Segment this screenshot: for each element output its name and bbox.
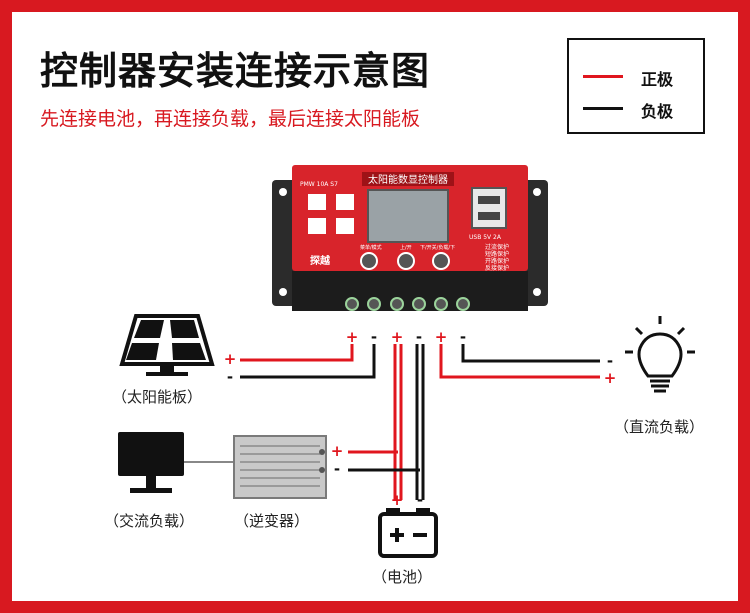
negative-line-swatch — [583, 107, 623, 110]
controller-button-1 — [360, 252, 378, 270]
ac-load-label: （交流负载） — [104, 512, 195, 530]
page-subtitle: 先连接电池，再连接负载，最后连接太阳能板 — [40, 108, 421, 130]
inverter-icon — [233, 435, 327, 499]
controller-header: 太阳能数显控制器 — [368, 173, 448, 186]
monitor-icon — [118, 432, 184, 493]
terminal-sign-2: - — [371, 328, 377, 346]
solar-panel-label: （太阳能板） — [112, 388, 203, 406]
settings-mode-icon — [336, 194, 354, 210]
usb-ports — [471, 187, 507, 229]
button-label-2: 上/开 — [400, 244, 412, 251]
brand-logo: 探越 — [310, 254, 331, 267]
terminal-sign-6: - — [460, 328, 466, 346]
positive-line-swatch — [583, 75, 623, 78]
solar-positive-wire — [240, 344, 354, 362]
terminal-screws — [345, 297, 470, 311]
inverter-label: （逆变器） — [234, 512, 310, 530]
page-title: 控制器安装连接示意图 — [40, 49, 431, 93]
button-label-3: 下/开关/负载/下 — [420, 244, 455, 251]
controller-device — [272, 165, 548, 311]
terminal-sign-3: + — [391, 328, 404, 346]
protection-1: 过流保护 — [485, 243, 509, 251]
solar-panel-icon — [119, 314, 215, 376]
light-bulb-icon — [625, 316, 695, 393]
terminal-sign-5: + — [435, 328, 448, 346]
wiring — [240, 344, 600, 500]
battery-plus-sign: + — [391, 491, 404, 509]
dc-load-negative-wire — [461, 344, 600, 363]
legend-box: 正极 负极 — [567, 38, 705, 134]
terminal-sign-1: + — [346, 328, 359, 346]
legend-positive: 正极 — [583, 66, 693, 89]
lcd-display — [367, 189, 449, 243]
solar-minus-sign: - — [227, 368, 233, 386]
terminal-sign-4: - — [416, 328, 422, 346]
controller-model: PMW 10A S7 — [300, 181, 338, 188]
protection-2: 短路保护 — [485, 250, 509, 258]
dc-load-minus-sign: - — [607, 352, 613, 370]
solar-plus-sign: + — [224, 350, 237, 368]
battery-label: （电池） — [372, 568, 433, 586]
solar-negative-wire — [240, 344, 376, 379]
legend-negative-label: 负极 — [641, 102, 674, 121]
battery-minus-sign: - — [417, 491, 423, 509]
lock-mode-icon — [336, 218, 354, 234]
button-label-1: 菜单/模式 — [360, 244, 382, 251]
protection-3: 开路保护 — [485, 257, 509, 265]
inverter-minus-sign: - — [334, 460, 340, 478]
solar-mode-icon — [308, 194, 326, 210]
battery-icon — [378, 508, 438, 558]
controller-button-2 — [397, 252, 415, 270]
inverter-plus-sign: + — [331, 442, 344, 460]
dc-load-positive-wire — [439, 344, 600, 379]
legend-negative: 负极 — [583, 98, 693, 121]
dc-load-label: （直流负载） — [614, 418, 705, 436]
usb-label: USB 5V 2A — [469, 234, 502, 241]
timer-mode-icon — [308, 218, 326, 234]
dc-load-plus-sign: + — [604, 369, 617, 387]
controller-button-3 — [432, 252, 450, 270]
protection-4: 反接保护 — [485, 264, 509, 272]
legend-positive-label: 正极 — [641, 70, 674, 89]
